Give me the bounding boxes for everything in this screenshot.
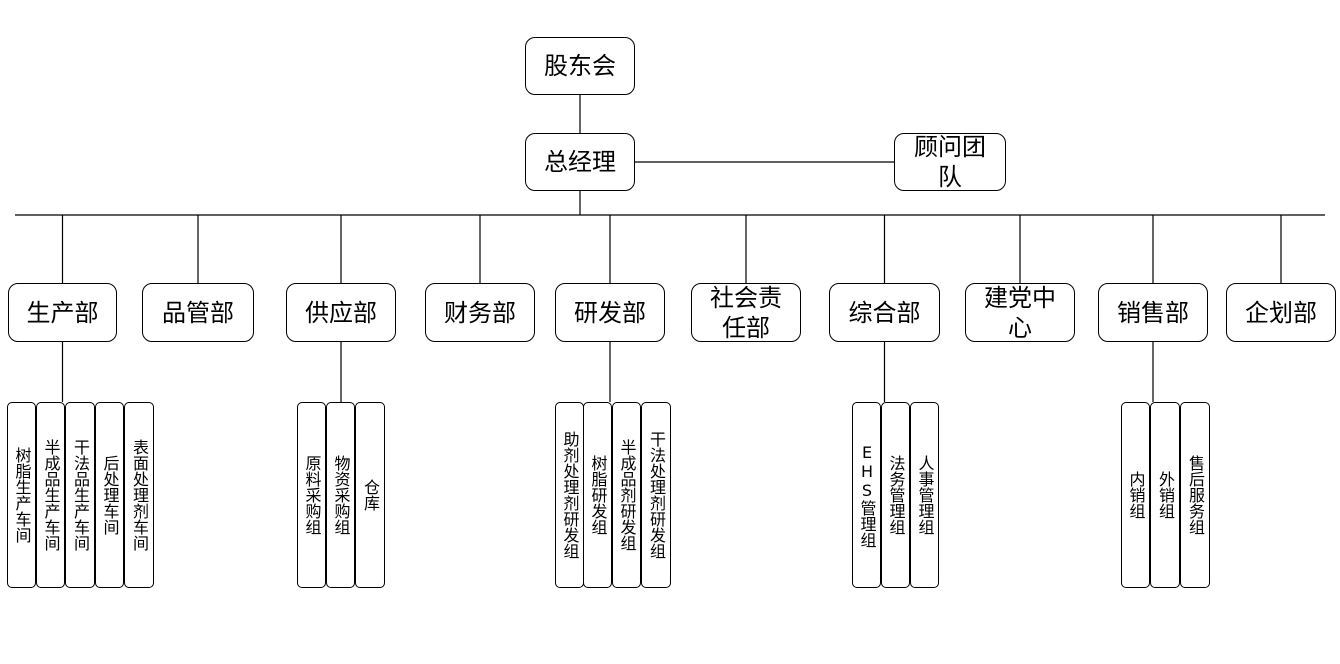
department-box: 综合部 (829, 283, 940, 342)
sub-unit-box: 树脂研发组 (583, 402, 612, 588)
node-general-manager: 总经理 (525, 133, 635, 191)
sub-unit-box: EHS管理组 (852, 402, 881, 588)
department-box: 供应部 (286, 283, 396, 342)
department-box: 社会责任部 (691, 283, 801, 342)
node-advisory-team: 顾问团队 (894, 133, 1006, 191)
sub-unit-box: 助剂处理剂研发组 (555, 402, 584, 588)
sub-unit-box: 物资采购组 (326, 402, 355, 588)
sub-unit-box: 后处理车间 (95, 402, 124, 588)
node-shareholders: 股东会 (525, 37, 635, 95)
department-box: 品管部 (142, 283, 254, 342)
sub-unit-box: 干法处理剂研发组 (641, 402, 671, 588)
sub-unit-box: 半成品剂研发组 (612, 402, 641, 588)
sub-unit-box: 树脂生产车间 (7, 402, 36, 588)
department-box: 生产部 (8, 283, 117, 342)
department-box: 研发部 (555, 283, 665, 342)
department-box: 财务部 (425, 283, 535, 342)
sub-unit-box: 仓库 (355, 402, 385, 588)
sub-unit-box: 干法品生产车间 (65, 402, 95, 588)
sub-unit-box: 原料采购组 (297, 402, 326, 588)
sub-unit-box: 法务管理组 (881, 402, 910, 588)
sub-unit-box: 表面处理剂车间 (124, 402, 154, 588)
department-box: 建党中心 (965, 283, 1075, 342)
sub-unit-box: 售后服务组 (1180, 402, 1210, 588)
department-box: 销售部 (1098, 283, 1208, 342)
sub-unit-box: 人事管理组 (910, 402, 939, 588)
sub-unit-box: 外销组 (1150, 402, 1180, 588)
sub-unit-box: 半成品生产车间 (36, 402, 65, 588)
department-box: 企划部 (1226, 283, 1336, 342)
sub-unit-box: 内销组 (1121, 402, 1150, 588)
